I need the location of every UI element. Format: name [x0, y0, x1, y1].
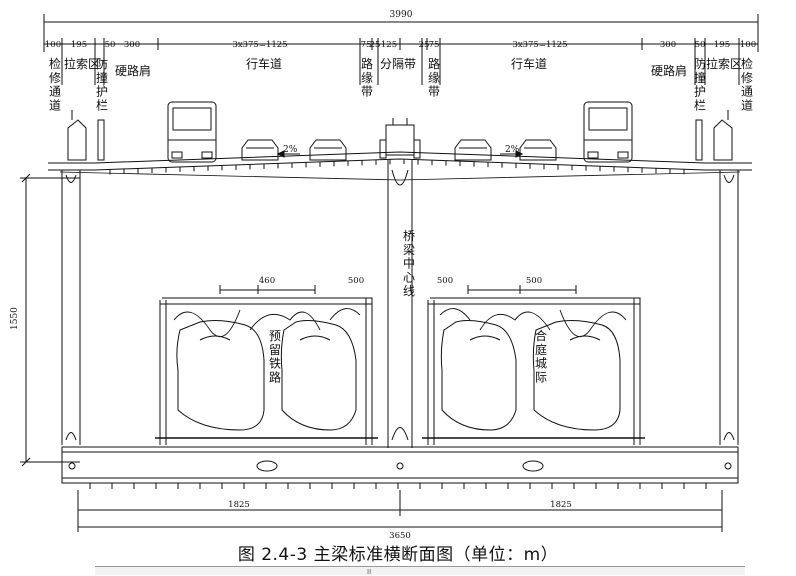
top-segment-labels: 100 195 50 300 3x375=1125 75 25 125 25 7… [45, 40, 756, 50]
left-rail-frame [155, 285, 378, 445]
label-barrier-left: 防撞护栏 [96, 56, 108, 112]
slope-label-left: 2% [283, 145, 298, 155]
left-anchor [67, 110, 105, 161]
top-deck [48, 151, 752, 181]
label-inspection-left: 检修通道 [49, 56, 61, 112]
strip-mark: II [367, 568, 372, 576]
seg-label: 100 [740, 40, 756, 50]
bus-left [167, 101, 217, 163]
height-label: 1550 [10, 307, 20, 330]
bottom-half-label: 1825 [550, 500, 572, 510]
total-width-label: 3990 [390, 10, 413, 20]
cars [241, 139, 557, 161]
label-shoulder-left: 硬路肩 [115, 63, 151, 78]
figure-caption: 图 2.4-3 主梁标准横断面图（单位：m） [237, 545, 559, 565]
bottom-chord [61, 446, 739, 484]
bus-right [583, 101, 633, 163]
label-right-railway: 合庭城际 [535, 328, 547, 384]
label-inspection-right: 检修通道 [741, 56, 753, 112]
track-dim-label: 500 [348, 276, 364, 286]
slope-label-right: 2% [505, 145, 520, 155]
bottom-dimensions [77, 490, 723, 532]
label-centerline: 桥梁中心线 [403, 229, 415, 298]
seg-label: 75 [429, 40, 440, 50]
top-dimension-lines [43, 14, 759, 85]
seg-label: 300 [660, 40, 676, 50]
label-barrier-right: 防撞护栏 [694, 56, 706, 112]
bottom-half-label: 1825 [228, 500, 250, 510]
seg-label: 125 [381, 40, 397, 50]
seg-label: 75 [361, 40, 372, 50]
label-cable-left: 拉索区 [64, 56, 100, 71]
right-anchor [695, 110, 733, 161]
right-rail-frame [422, 285, 645, 445]
label-lanes-right: 行车道 [511, 56, 547, 71]
center-anchor [379, 118, 421, 159]
seg-label: 3x375=1125 [512, 40, 567, 50]
height-dimension [20, 173, 80, 467]
seg-label: 50 [105, 40, 116, 50]
girder-walls [61, 160, 739, 448]
label-shoulder-right: 硬路肩 [651, 63, 687, 78]
track-dim-label: 500 [437, 276, 453, 286]
label-median: 分隔带 [380, 57, 416, 71]
track-dim-label: 460 [259, 276, 275, 286]
seg-label: 25 [370, 40, 381, 50]
label-cable-right: 拉索区 [706, 56, 742, 71]
label-curb-right: 路缘带 [428, 56, 440, 99]
label-lanes-left: 行车道 [246, 56, 282, 71]
seg-label: 195 [714, 40, 730, 50]
slope-arrows [276, 150, 524, 158]
cross-section-drawing: 3990 100 195 50 300 3x375=1125 75 25 125… [10, 10, 759, 540]
seg-label: 50 [695, 40, 706, 50]
seg-label: 195 [71, 40, 87, 50]
label-left-railway: 预留铁路 [269, 329, 281, 384]
track-dim-label: 500 [526, 276, 542, 286]
deck-stiffeners [109, 159, 685, 175]
bottom-chord-ticks [89, 483, 707, 489]
seg-label: 3x375=1125 [232, 40, 287, 50]
seg-label: 100 [45, 40, 61, 50]
bottom-scroll-strip: II [95, 566, 745, 576]
seg-label: 300 [124, 40, 140, 50]
bottom-total-label: 3650 [389, 531, 411, 540]
seg-label: 25 [419, 40, 430, 50]
label-curb-left: 路缘带 [361, 56, 373, 99]
